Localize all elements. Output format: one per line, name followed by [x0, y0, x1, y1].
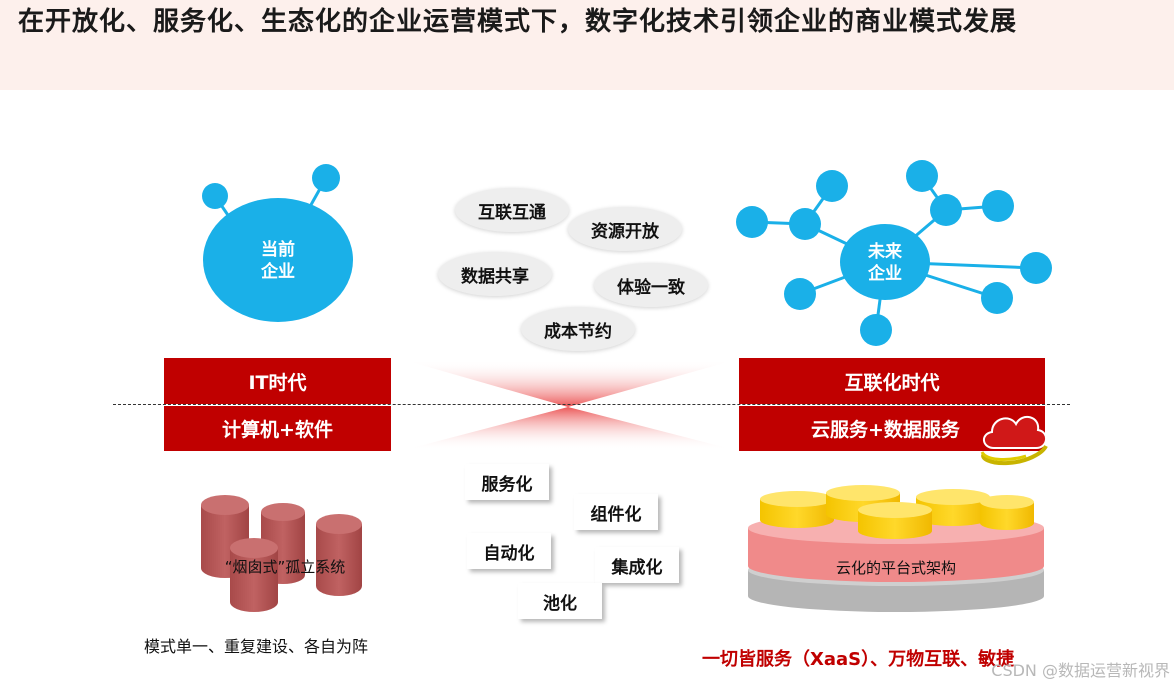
hourglass-bottom [404, 407, 735, 450]
bubble-resource-open: 资源开放 [568, 207, 682, 251]
satellite-node [982, 190, 1014, 222]
future-enterprise-label: 未来 企业 [845, 241, 925, 285]
future-enterprise-label-line1: 未来 [868, 242, 902, 262]
current-enterprise-label-line2: 企业 [261, 262, 295, 282]
cloud-icon [980, 415, 1048, 466]
bubble-data-sharing: 数据共享 [438, 252, 552, 296]
era-divider [113, 404, 1070, 405]
header-band [0, 0, 1174, 90]
tag-pooling: 池化 [518, 583, 602, 619]
platform-architecture-label: 云化的平台式架构 [835, 559, 956, 577]
tag-automation: 自动化 [467, 533, 551, 569]
current-enterprise-node [203, 198, 353, 322]
current-enterprise-label-line1: 当前 [261, 240, 295, 260]
hourglass-top [404, 360, 735, 407]
satellite-node [312, 164, 340, 192]
satellite-node [784, 278, 816, 310]
satellite-node [789, 208, 821, 240]
future-enterprise-node [840, 224, 930, 300]
bubble-consistent-experience: 体验一致 [594, 263, 708, 307]
silo-cylinders [201, 495, 362, 612]
current-enterprise-label: 当前 企业 [238, 239, 318, 283]
satellite-node [202, 183, 228, 209]
tag-integration: 集成化 [595, 547, 679, 583]
tag-service: 服务化 [465, 464, 549, 500]
cloud-platform [748, 512, 1044, 612]
silo-system-label: “烟囱式”孤立系统 [224, 558, 346, 576]
tag-component: 组件化 [574, 494, 658, 530]
bubble-interconnect: 互联互通 [455, 188, 569, 232]
satellite-node [736, 206, 768, 238]
bubble-cost-saving: 成本节约 [521, 307, 635, 351]
satellite-node [906, 160, 938, 192]
cloud-platform-discs [760, 485, 1034, 539]
computer-software-banner: 计算机+软件 [164, 406, 391, 451]
current-enterprise-network [202, 164, 353, 322]
right-slogan: 一切皆服务（XaaS）、万物互联、敏捷 [702, 649, 1015, 670]
future-enterprise-label-line2: 企业 [868, 264, 902, 284]
satellite-node [981, 282, 1013, 314]
internet-era-banner: 互联化时代 [739, 358, 1045, 404]
it-era-banner: IT时代 [164, 358, 391, 404]
satellite-node [930, 194, 962, 226]
left-caption: 模式单一、重复建设、各自为阵 [144, 637, 369, 656]
watermark: CSDN @数据运营新视界 [991, 661, 1170, 680]
satellite-node [1020, 252, 1052, 284]
page-title: 在开放化、服务化、生态化的企业运营模式下，数字化技术引领企业的商业模式发展 [18, 7, 1018, 37]
satellite-node [816, 170, 848, 202]
satellite-node [860, 314, 892, 346]
